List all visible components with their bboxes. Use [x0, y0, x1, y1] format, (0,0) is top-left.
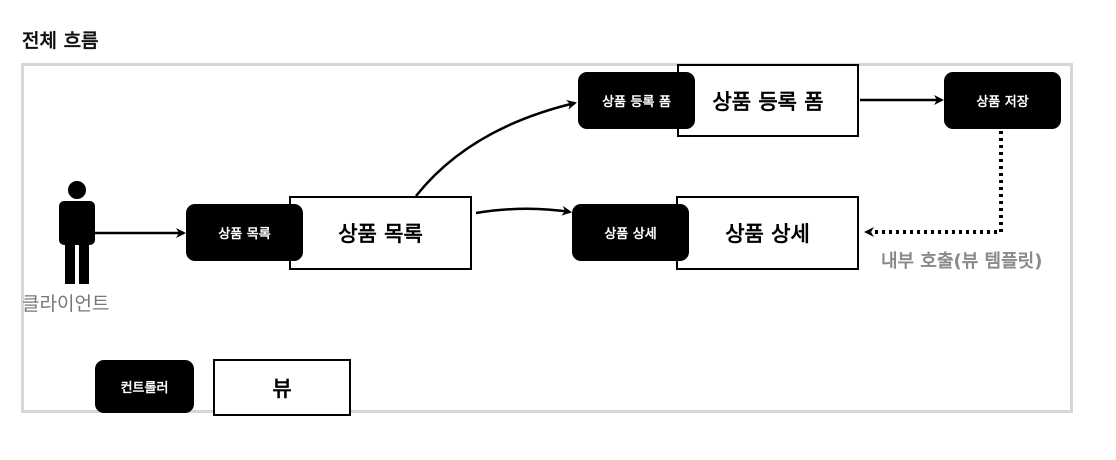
legend-view: 뷰 [213, 359, 351, 416]
arrow-list-to-add-form [415, 99, 577, 197]
view-product-add-form: 상품 등록 폼 [677, 64, 859, 137]
view-product-detail: 상품 상세 [676, 196, 859, 270]
internal-call-label: 내부 호출(뷰 템플릿) [881, 251, 1043, 272]
client-label: 클라이언트 [22, 293, 110, 315]
controller-product-save: 상품 저장 [944, 72, 1061, 129]
diagram-frame [21, 63, 1073, 413]
page-title: 전체 흐름 [22, 30, 99, 52]
arrow-list-to-detail [475, 205, 572, 216]
controller-product-add-form: 상품 등록 폼 [578, 72, 695, 129]
controller-product-detail: 상품 상세 [572, 204, 689, 261]
view-product-list: 상품 목록 [289, 196, 472, 270]
controller-product-list: 상품 목록 [186, 204, 303, 261]
person-icon [59, 181, 95, 284]
arrow-save-to-detail-dotted [864, 131, 1003, 237]
legend-controller: 컨트롤러 [95, 360, 194, 413]
